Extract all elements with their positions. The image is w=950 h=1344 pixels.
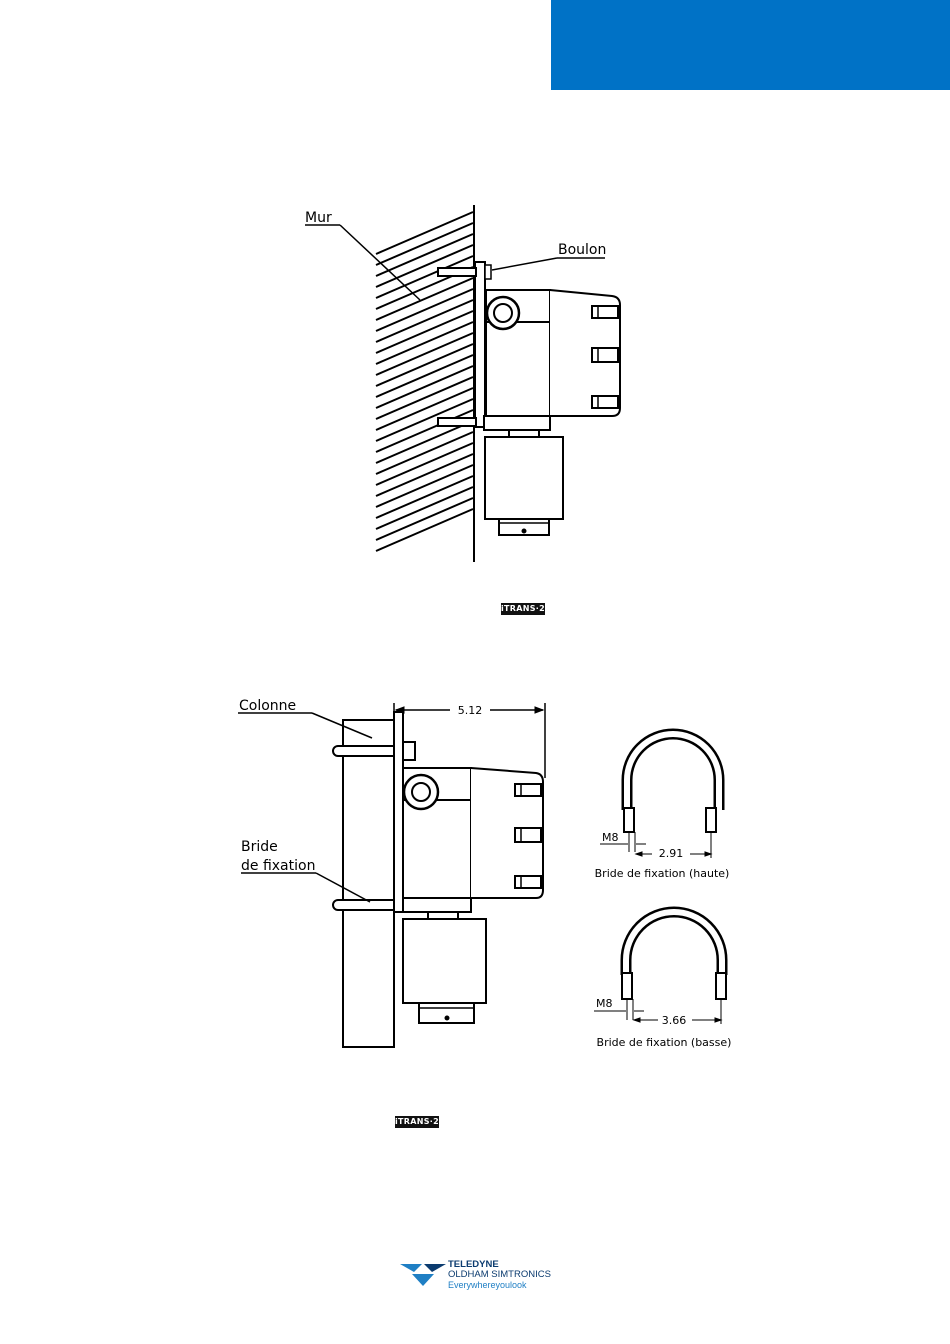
hatch-line — [376, 498, 473, 540]
figure-pipe-mount — [238, 703, 545, 1047]
hatch-line — [376, 454, 473, 496]
hatch-line — [376, 377, 473, 419]
logo-tagline: Everywhereyoulook — [448, 1280, 551, 1290]
logo-line-2: OLDHAM SIMTRONICS — [448, 1270, 551, 1280]
label-wall: Mur — [305, 210, 332, 226]
hatch-line — [376, 344, 473, 386]
hatch-line — [376, 355, 473, 397]
clamp-top-caption: Bride de fixation (haute) — [595, 867, 730, 880]
hatch-line — [376, 245, 473, 287]
label-column: Colonne — [239, 698, 296, 714]
hatch-line — [376, 300, 473, 342]
sensor-housing — [403, 919, 486, 1003]
hatch-line — [376, 476, 473, 518]
hatch-line — [376, 333, 473, 375]
clamp-bottom-caption: Bride de fixation (basse) — [597, 1036, 732, 1049]
wall-hatching — [376, 212, 473, 551]
dimension-width: 5.12 — [458, 704, 483, 717]
sensor-housing — [485, 437, 563, 519]
product-badge-1: iTRANS·2 — [501, 603, 545, 615]
hatch-line — [376, 443, 473, 485]
clamp-detail-bottom — [594, 912, 726, 1024]
teledyne-logo: TELEDYNE OLDHAM SIMTRONICS Everywhereyou… — [400, 1258, 560, 1298]
hatch-line — [376, 432, 473, 474]
clamp-bottom-thread: M8 — [596, 997, 613, 1010]
teledyne-mark-icon — [400, 1260, 446, 1288]
leader-bolt — [492, 258, 557, 270]
clamp-bottom-dimension: 3.66 — [662, 1014, 687, 1027]
hatch-line — [376, 487, 473, 529]
label-clamp-line2: de fixation — [241, 858, 315, 874]
hatch-line — [376, 465, 473, 507]
hatch-line — [376, 311, 473, 353]
hatch-line — [376, 223, 473, 265]
figure-wall-mount — [305, 205, 620, 562]
label-clamp-line1: Bride — [241, 839, 278, 855]
hatch-line — [376, 278, 473, 320]
clamp-top-dimension: 2.91 — [659, 847, 684, 860]
hatch-line — [376, 366, 473, 408]
hatch-line — [376, 421, 473, 463]
hatch-line — [376, 322, 473, 364]
label-bolt: Boulon — [558, 242, 606, 258]
product-badge-2: iTRANS·2 — [395, 1116, 439, 1128]
bolt-upper — [438, 268, 476, 276]
bolt-upper-nut — [485, 265, 491, 279]
bolt-lower — [438, 418, 476, 426]
mounting-plate — [475, 262, 485, 427]
mounting-plate — [394, 712, 403, 912]
clamp-upper — [333, 746, 403, 756]
hatch-line — [376, 410, 473, 452]
hatch-line — [376, 212, 473, 254]
clamp-top-thread: M8 — [602, 831, 619, 844]
hatch-line — [376, 289, 473, 331]
hatch-line — [376, 509, 473, 551]
column — [343, 720, 394, 1047]
